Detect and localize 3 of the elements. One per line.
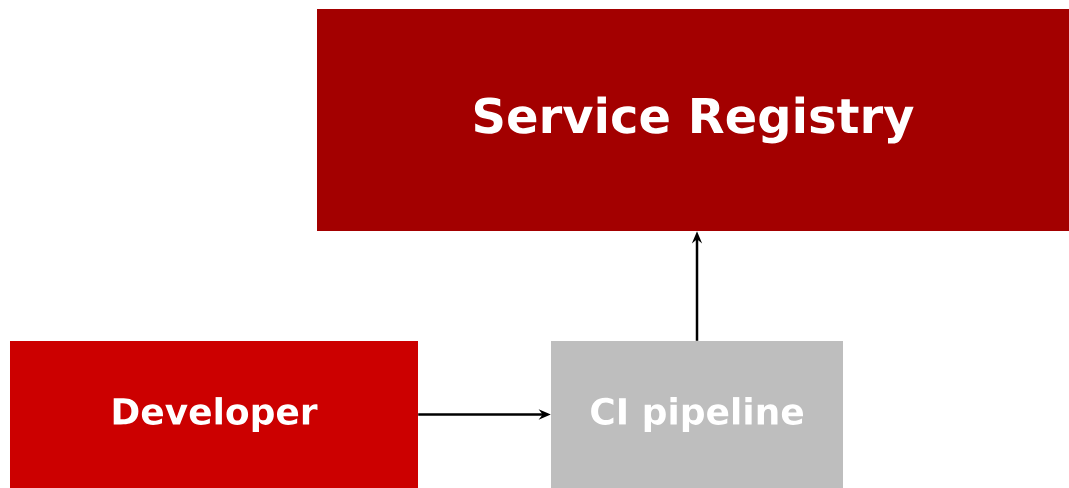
- process-box: Service Registry: [317, 9, 1069, 231]
- process-box: CI pipeline: [551, 341, 843, 488]
- process-box: Developer: [10, 341, 418, 488]
